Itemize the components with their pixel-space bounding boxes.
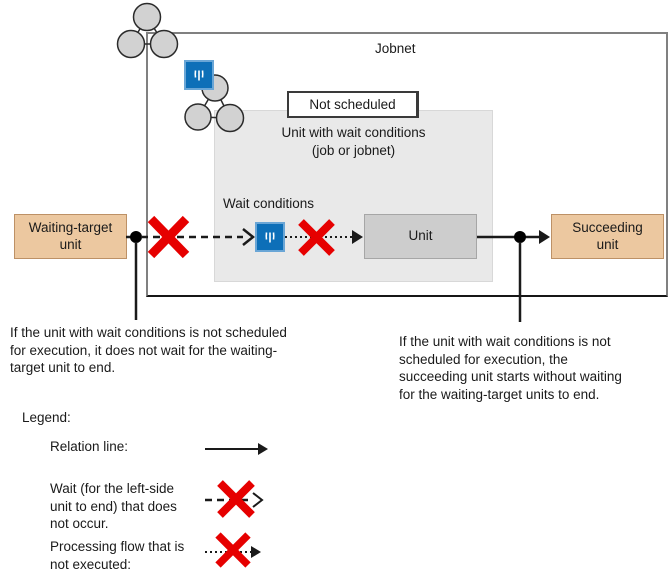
jobnet-frame — [146, 32, 668, 297]
waiting-target-unit-box: Waiting-target unit — [14, 214, 127, 259]
unit-with-wait-conditions-label: Unit with wait conditions (job or jobnet… — [281, 125, 426, 158]
legend-symbol-flow-not-executed — [205, 532, 261, 568]
wait-conditions-label: Wait conditions — [223, 196, 315, 211]
legend-title: Legend: — [22, 410, 71, 425]
not-scheduled-label: Not scheduled — [309, 96, 396, 112]
succeeding-unit-box: Succeeding unit — [551, 214, 664, 259]
legend-symbol-relation-line — [205, 443, 268, 455]
wait-condition-icon-flow — [255, 222, 285, 252]
fork-glyph-icon — [265, 232, 275, 243]
jobnet-label: Jobnet — [375, 41, 416, 56]
annotation-left: If the unit with wait conditions is not … — [10, 325, 287, 375]
junction-dot-left — [130, 231, 142, 243]
wait-condition-icon — [184, 60, 214, 90]
legend-symbol-wait-not-occur — [205, 480, 264, 518]
legend-item-relation-line: Relation line: — [50, 439, 129, 454]
legend-item-wait-not-occur: Wait (for the left-side unit to end) tha… — [50, 481, 177, 531]
legend-item-flow-not-executed: Processing flow that is not executed: — [50, 539, 185, 572]
fork-glyph-icon — [194, 70, 204, 81]
not-scheduled-callout: Not scheduled — [287, 91, 419, 118]
annotation-right: If the unit with wait conditions is not … — [399, 334, 622, 402]
unit-box: Unit — [364, 214, 477, 259]
